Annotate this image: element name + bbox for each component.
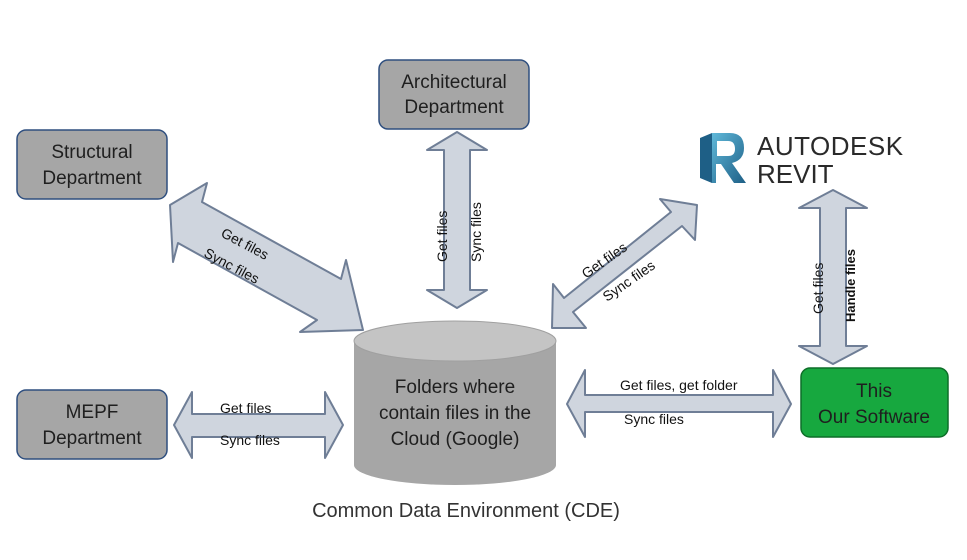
arrow-revit-cloud <box>551 198 698 329</box>
arrow-structural-cloud <box>169 182 364 333</box>
diagram-caption: Common Data Environment (CDE) <box>312 500 620 522</box>
arrow-mepf-cloud <box>173 391 344 459</box>
architectural-line2: Department <box>404 97 504 118</box>
structural-line1: Structural <box>51 142 132 163</box>
label-revit-software-handle: Handle files <box>843 249 858 322</box>
mepf-department-box: MEPF Department <box>16 389 168 460</box>
label-architectural-sync: Sync files <box>468 202 484 262</box>
revit-r-icon <box>700 133 746 183</box>
software-box: This Our Software <box>800 367 949 438</box>
label-mepf-sync: Sync files <box>220 432 280 448</box>
arrow-revit-software <box>798 189 868 365</box>
label-mepf-get: Get files <box>220 400 271 416</box>
revit-logo-line2: REVIT <box>757 159 834 189</box>
cloud-line3: Cloud (Google) <box>391 429 520 450</box>
architectural-department-box: Architectural Department <box>378 59 530 130</box>
autodesk-revit-logo: AUTODESK REVIT <box>700 131 904 189</box>
label-software-get: Get files, get folder <box>620 377 738 393</box>
arrow-software-cloud <box>566 369 792 438</box>
mepf-line2: Department <box>42 428 142 449</box>
label-software-sync: Sync files <box>624 411 684 427</box>
revit-logo-line1: AUTODESK <box>757 131 904 161</box>
structural-department-box: Structural Department <box>16 129 168 200</box>
cloud-storage-cylinder: Folders where contain files in the Cloud… <box>353 320 557 485</box>
arrow-architectural-cloud <box>426 131 488 309</box>
software-line1: This <box>856 381 892 402</box>
label-revit-software-get: Get files <box>810 263 826 314</box>
architectural-line1: Architectural <box>401 72 507 93</box>
mepf-line1: MEPF <box>66 402 119 423</box>
structural-line2: Department <box>42 168 142 189</box>
software-line2: Our Software <box>818 407 930 428</box>
cloud-line1: Folders where <box>395 377 515 398</box>
cloud-line2: contain files in the <box>379 403 531 424</box>
label-architectural-get: Get files <box>434 211 450 262</box>
